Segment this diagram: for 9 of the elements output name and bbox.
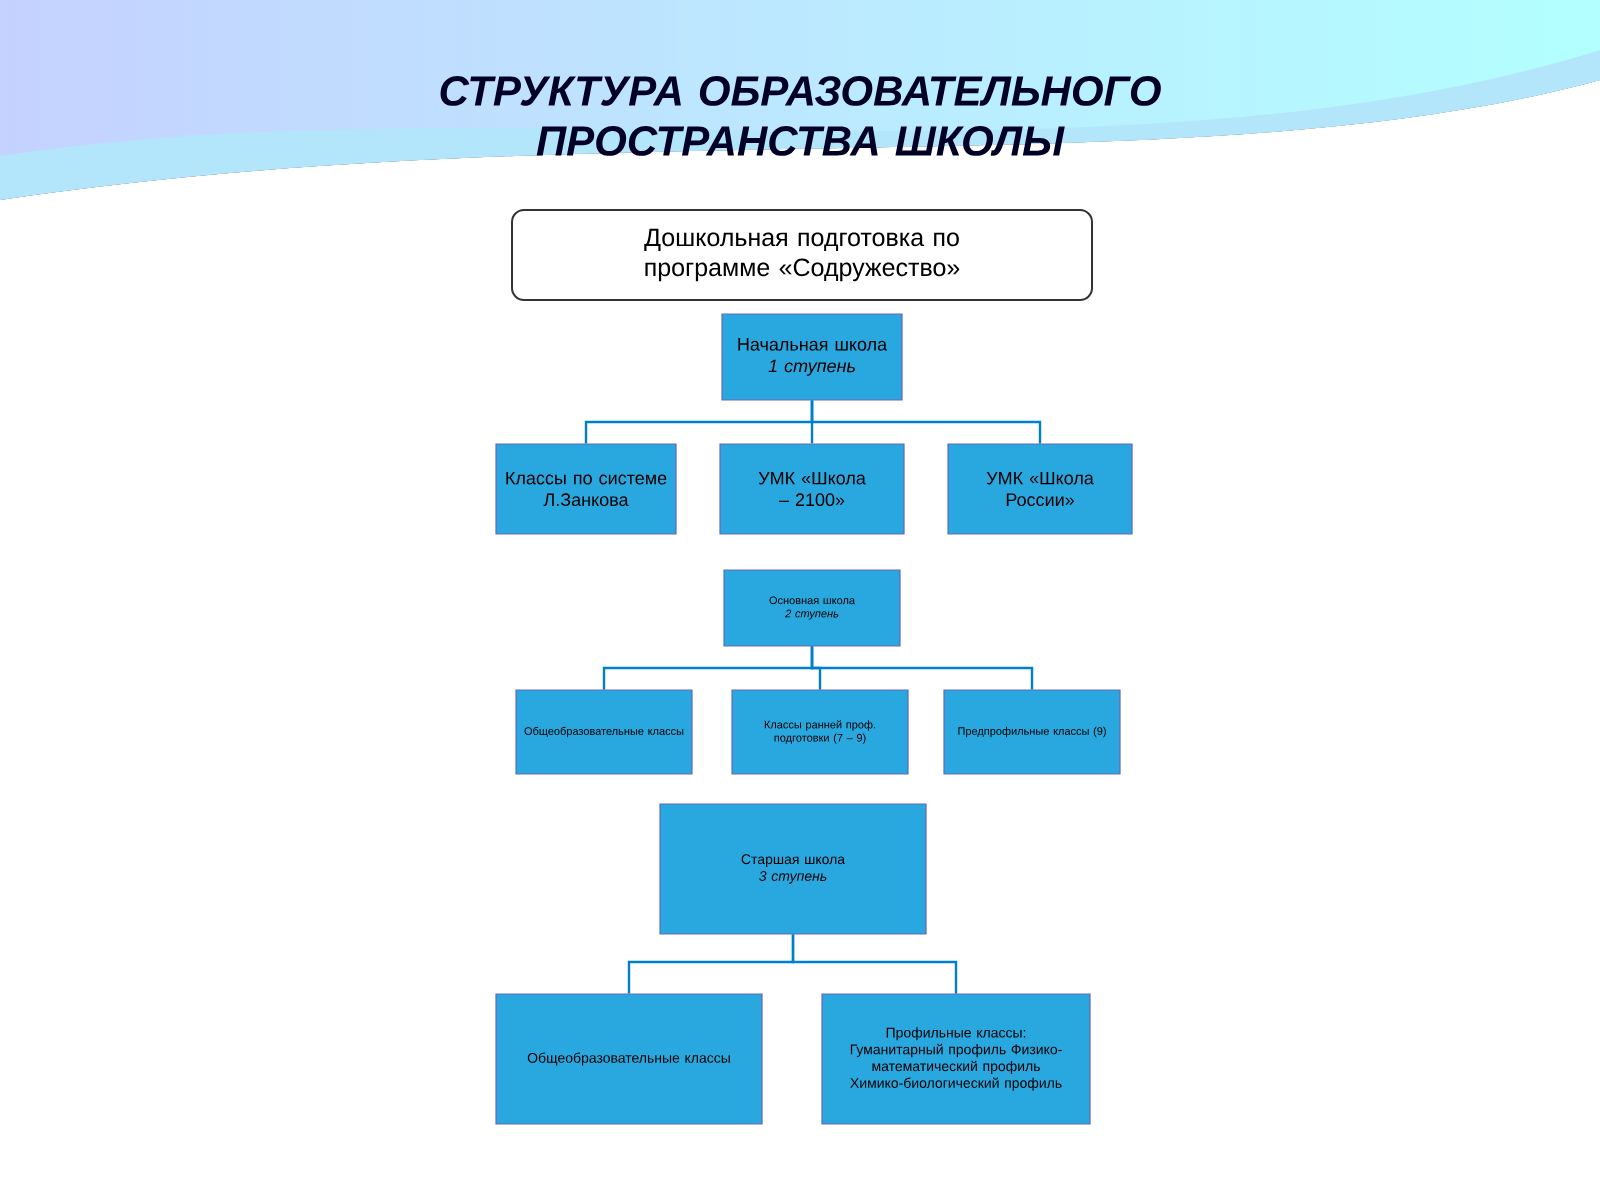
connector (810, 646, 1034, 690)
school-box: УМК «Школа – 2100» (719, 443, 905, 535)
connector (810, 400, 1042, 444)
school-box: Классы по системе Л.Занкова (495, 443, 677, 535)
program-box: Дошкольная подготовка по программе «Содружество» (511, 209, 1093, 301)
title: СТРУКТУРА ОБРАЗОВАТЕЛЬНОГО ПРОСТРАНСТВА ШКОЛЫ (440, 76, 1161, 156)
school-box: УМК «Школа России» (947, 443, 1133, 535)
connector (791, 934, 958, 994)
school-box: Начальная школа 1 ступень (721, 313, 903, 401)
